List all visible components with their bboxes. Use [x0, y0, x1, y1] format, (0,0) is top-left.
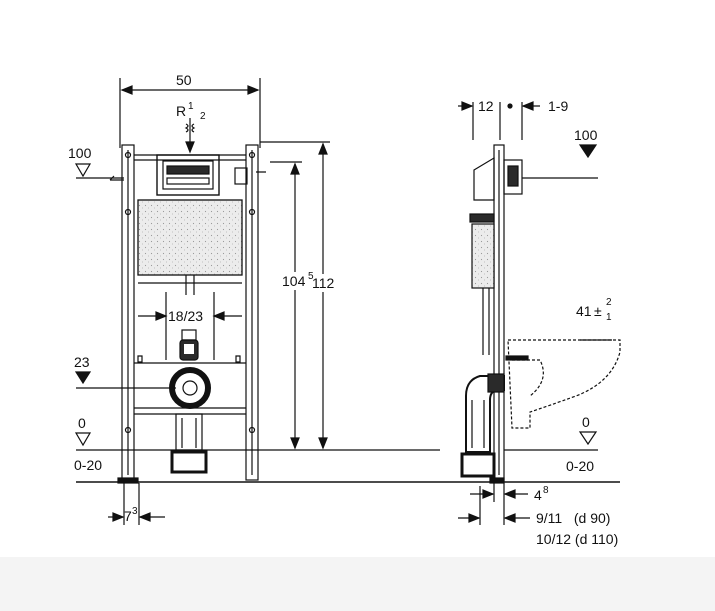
pipe-offset-label: 4 [534, 487, 542, 503]
level-100-label-side: 100 [574, 127, 598, 143]
cistern-tank [137, 199, 243, 276]
outlet-spacing-label: 18/23 [168, 308, 203, 324]
bowl-sup: 2 [606, 297, 612, 308]
level-100-marker-front [74, 163, 124, 179]
footer-band [0, 557, 715, 611]
pipe-d90-label: 9/11 (d 90) [536, 510, 610, 526]
wall-gap-label: 1-9 [548, 98, 568, 114]
drain-pipe-front [169, 367, 211, 474]
frame-posts [109, 144, 266, 481]
actuator-plate [156, 154, 248, 196]
foot-dimension [108, 483, 165, 525]
supply-valve [179, 329, 199, 361]
level-0-marker-side [504, 431, 598, 451]
installation-frame-drawing: 50 R 1 2 100 23 0 0-20 18/23 104 5 112 7… [68, 72, 621, 547]
bowl-sub: 1 [606, 312, 612, 323]
level-23-marker [74, 371, 176, 389]
level-23-label: 23 [74, 354, 90, 370]
connection-sub: 2 [200, 111, 206, 122]
side-view [455, 101, 621, 525]
level-100-marker-side [522, 144, 598, 179]
foot-sup-label: 3 [132, 506, 138, 517]
outlet-spacing-dimension [138, 292, 242, 360]
height-112-label: 112 [312, 275, 335, 291]
bowl-height-label: 41 [576, 303, 592, 319]
pipe-offset-sup: 8 [543, 485, 549, 496]
height-1045-sup: 5 [308, 271, 314, 282]
height-1045-label: 104 [282, 273, 306, 289]
bowl-plusminus: ± [594, 303, 602, 319]
drain-pipe-side [460, 373, 505, 478]
foot-base-label: 7 [124, 508, 132, 524]
width-label: 50 [176, 72, 192, 88]
level-0-marker-front [74, 432, 440, 451]
floor-lines-front [76, 477, 455, 484]
depth-dimension [458, 101, 540, 140]
level-100-label-front: 100 [68, 145, 92, 161]
frame-side [469, 144, 523, 481]
front-view [74, 78, 455, 525]
level-0-label-side: 0 [582, 414, 590, 430]
connection-label: R [176, 103, 186, 119]
height-dimensions [260, 141, 346, 450]
floor-range-label-front: 0-20 [74, 457, 102, 473]
pipe-d110-label: 10/12 (d 110) [536, 531, 618, 547]
toilet-bowl-outline [507, 339, 621, 429]
water-connection-arrow [184, 118, 196, 154]
pipe-offset-dimensions [458, 483, 530, 525]
front-view-labels: 50 R 1 2 100 23 0 0-20 18/23 104 5 112 7… [68, 72, 335, 524]
width-dimension [119, 78, 261, 148]
floor-range-label-side: 0-20 [566, 458, 594, 474]
floor-lines-side [455, 477, 620, 484]
level-0-label-front: 0 [78, 415, 86, 431]
side-view-labels: 12 1-9 100 41 ± 2 1 0 0-20 4 8 9/11 (d 9… [478, 98, 618, 547]
connection-sup: 1 [188, 101, 194, 112]
depth-label: 12 [478, 98, 494, 114]
